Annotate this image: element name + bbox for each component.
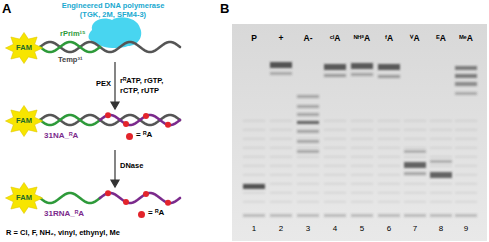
- dye-label: FAM: [16, 44, 32, 52]
- annotation: PEX: [96, 80, 111, 88]
- nucleic-acid-strands: [40, 42, 180, 206]
- lane-number: 1: [252, 225, 256, 234]
- panel-letter: B: [220, 2, 229, 16]
- lane-number: 3: [306, 225, 310, 234]
- annotation: 31RNA_ᴿA: [44, 210, 84, 219]
- legend-text: = ᴿA: [148, 209, 164, 218]
- lane-number: 5: [360, 225, 364, 234]
- annotation: Temp³¹: [58, 56, 82, 64]
- lane-header: P: [251, 34, 257, 43]
- fam-star: FAM: [5, 32, 43, 64]
- legend-swatch: [126, 133, 133, 140]
- legend-text: = ᴿA: [136, 131, 152, 140]
- lane-header: +: [279, 34, 284, 43]
- dye-label: FAM: [16, 117, 32, 125]
- panel-letter: A: [2, 2, 11, 16]
- gel: [232, 24, 487, 241]
- lane-number: 4: [333, 225, 337, 234]
- lane-number: 8: [439, 225, 443, 234]
- lane-header: ᶜˡA: [330, 34, 341, 43]
- lane-number: 2: [279, 225, 283, 234]
- annotation: R = Cl, F, NH₂, vinyl, ethynyl, Me: [6, 229, 120, 237]
- lane-header: ⱽA: [410, 34, 419, 43]
- lane-header: A-: [304, 34, 313, 43]
- annotation: rᴿATP, rGTP,: [120, 77, 163, 85]
- lane-header: ᴱA: [436, 34, 446, 43]
- lane-number: 6: [387, 225, 391, 234]
- annotation: Engineered DNA polymerase: [62, 2, 165, 10]
- annotation: rCTP, rUTP: [120, 87, 159, 95]
- legend-swatch: [138, 211, 145, 218]
- lane-number: 7: [413, 225, 417, 234]
- annotation: rPrim¹⁵: [60, 30, 86, 38]
- lane-number: 9: [464, 225, 468, 234]
- annotation: DNase: [120, 162, 143, 170]
- lane-header: ᴺᴴ²A: [354, 34, 370, 43]
- process-arrows: [111, 62, 119, 187]
- fam-star: FAM: [5, 182, 43, 214]
- dye-label: FAM: [16, 194, 32, 202]
- annotation: (TGK, 2M, SFM4-3): [80, 11, 146, 19]
- lane-header: ᴹᵉA: [459, 34, 473, 43]
- annotation: 31NA_ᴿA: [44, 132, 78, 141]
- fam-star: FAM: [5, 105, 43, 137]
- lane-header: ᶠA: [385, 34, 393, 43]
- gel-bands: [243, 62, 477, 217]
